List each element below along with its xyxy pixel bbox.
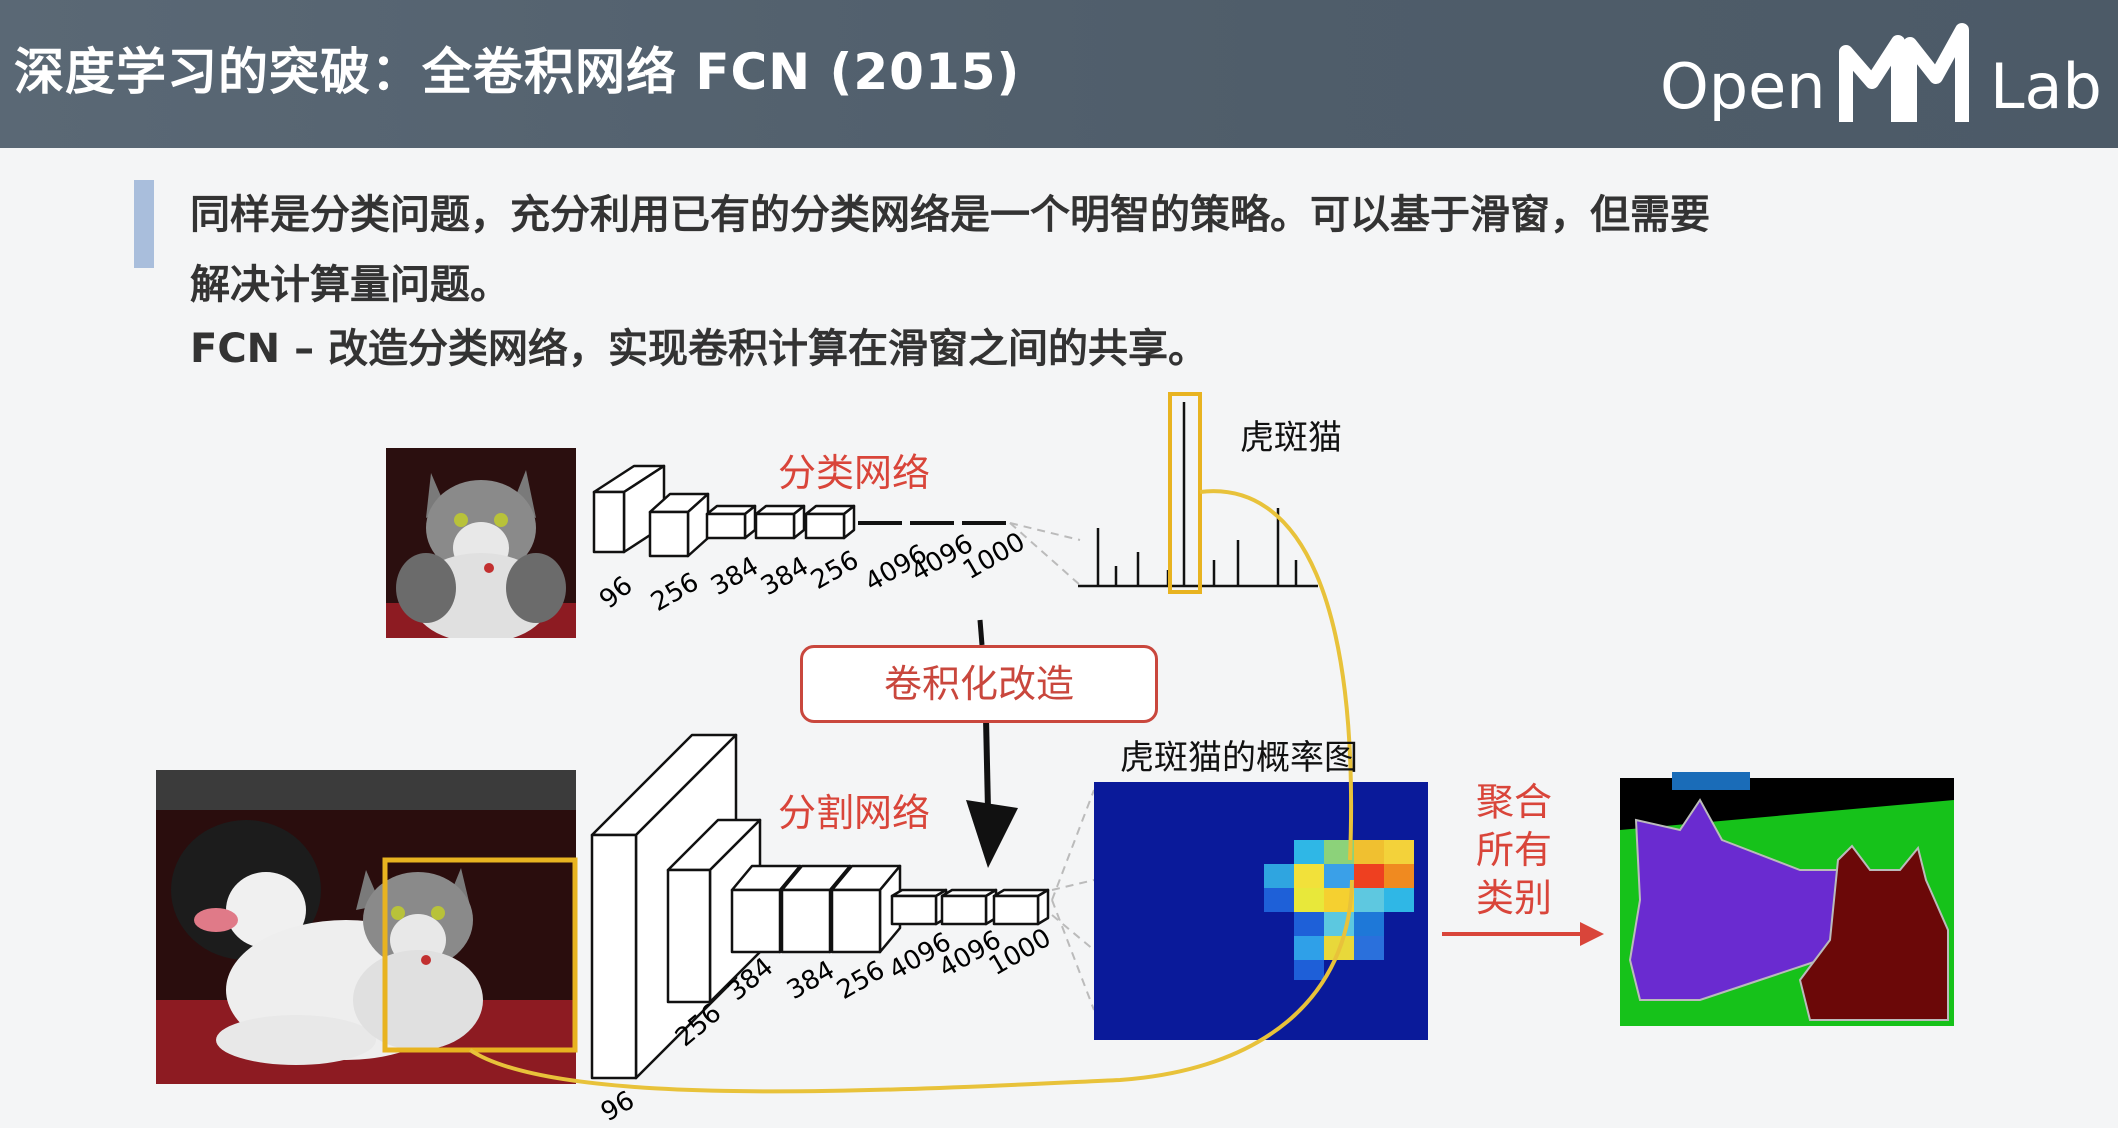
top-net-blocks (592, 464, 856, 558)
bottom-net-blocks (590, 733, 1050, 1080)
conversion-box: 卷积化改造 (800, 645, 1158, 723)
heatmap-label: 虎斑猫的概率图 (1120, 738, 1358, 778)
window-to-heatmap-curve (468, 879, 1354, 1094)
logo-mm-mark (1839, 23, 1969, 122)
segmentation-result (1620, 772, 1954, 1026)
aggregate-label-3: 类别 (1476, 876, 1553, 920)
classification-network-label: 分类网络 (778, 451, 931, 495)
segmentation-network-label: 分割网络 (778, 791, 931, 835)
top-class-highlight (1168, 392, 1202, 594)
top-to-heatmap-curve (1199, 489, 1354, 861)
top-output-label: 虎斑猫 (1240, 418, 1342, 458)
openmmlab-logo: Open Lab (1660, 22, 2110, 132)
dog-cat-photo-bottom (156, 770, 576, 1084)
probability-heatmap (1094, 782, 1428, 1040)
slide-title: 深度学习的突破：全卷积网络 FCN (2015) (14, 43, 1021, 101)
projection-lines (1009, 522, 1095, 1011)
aggregate-arrow (1442, 922, 1604, 946)
body-line-3: FCN – 改造分类网络，实现卷积计算在滑窗之间的共享。 (190, 326, 1209, 372)
slide-header: 深度学习的突破：全卷积网络 FCN (2015) Open Lab (0, 0, 2118, 148)
conversion-label: 卷积化改造 (883, 662, 1074, 706)
logo-text-open: Open (1660, 50, 1826, 123)
sliding-window-highlight (382, 857, 578, 1053)
body-line-2: 解决计算量问题。 (190, 262, 510, 308)
aggregate-label-1: 聚合 (1476, 780, 1553, 824)
cat-photo-top (386, 448, 576, 638)
bullet-bar (134, 180, 154, 268)
aggregate-label-2: 所有 (1476, 828, 1553, 872)
body-line-1: 同样是分类问题，充分利用已有的分类网络是一个明智的策略。可以基于滑窗，但需要 (190, 192, 1710, 238)
down-arrow (966, 619, 1018, 868)
logo-text-lab: Lab (1990, 50, 2102, 123)
